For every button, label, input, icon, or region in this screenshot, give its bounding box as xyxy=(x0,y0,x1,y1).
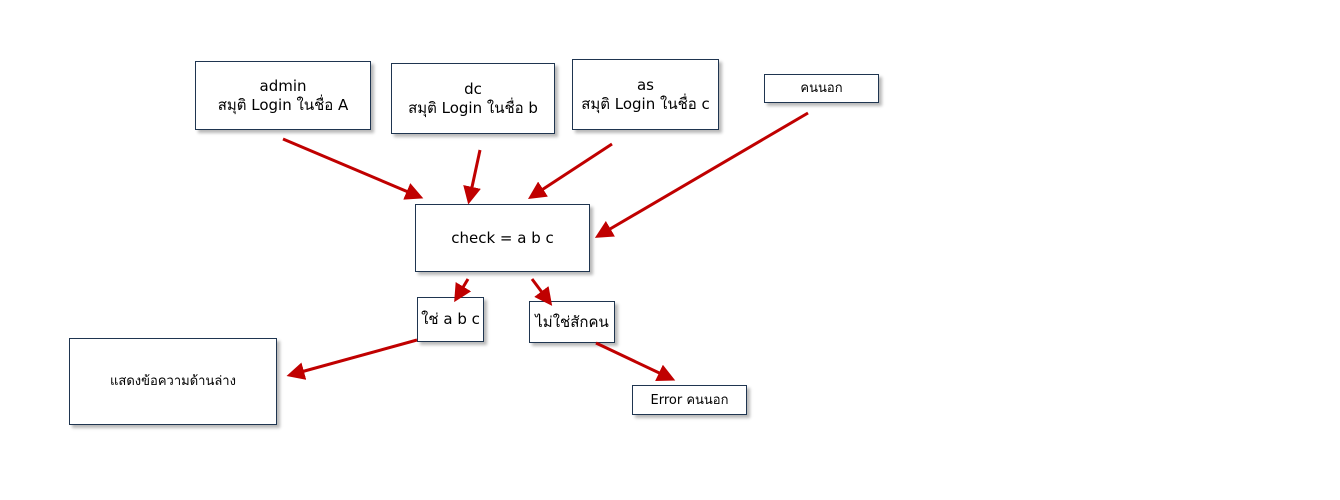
arrow-dc-to-check xyxy=(463,149,482,205)
check-box: check = a b c xyxy=(415,204,590,272)
arrow-yes-to-show xyxy=(286,338,418,380)
no-label: ไม่ใช่สักคน xyxy=(535,312,609,331)
arrow-check-to-yes xyxy=(454,278,472,303)
arrow-no-to-error xyxy=(595,341,676,381)
admin-login-caption: สมุติ Login ในชื่อ A xyxy=(217,95,349,114)
arrow-check-to-no xyxy=(530,278,553,306)
dc-login-caption: สมุติ Login ในชื่อ b xyxy=(408,98,538,117)
arrow-outsider-to-check xyxy=(594,111,809,238)
arrow-as-to-check xyxy=(527,142,613,199)
as-login-box: as สมุติ Login ในชื่อ c xyxy=(572,59,719,130)
show-message-label: แสดงข้อความด้านล่าง xyxy=(110,374,236,389)
dc-login-box: dc สมุติ Login ในชื่อ b xyxy=(391,63,555,134)
check-label: check = a b c xyxy=(451,228,554,247)
dc-login-title: dc xyxy=(464,79,482,98)
outsider-box: คนนอก xyxy=(764,74,879,103)
error-box: Error คนนอก xyxy=(632,385,747,415)
show-message-box: แสดงข้อความด้านล่าง xyxy=(69,338,277,425)
arrow-admin-to-check xyxy=(282,137,424,200)
admin-login-title: admin xyxy=(259,76,307,95)
as-login-title: as xyxy=(636,75,654,94)
as-login-caption: สมุติ Login ในชื่อ c xyxy=(581,94,710,113)
outsider-label: คนนอก xyxy=(800,81,843,96)
no-box: ไม่ใช่สักคน xyxy=(529,301,615,343)
yes-box: ใช่ a b c xyxy=(417,297,484,342)
error-label: Error คนนอก xyxy=(650,392,729,408)
yes-label: ใช่ a b c xyxy=(421,310,480,328)
admin-login-box: admin สมุติ Login ในชื่อ A xyxy=(195,61,371,130)
